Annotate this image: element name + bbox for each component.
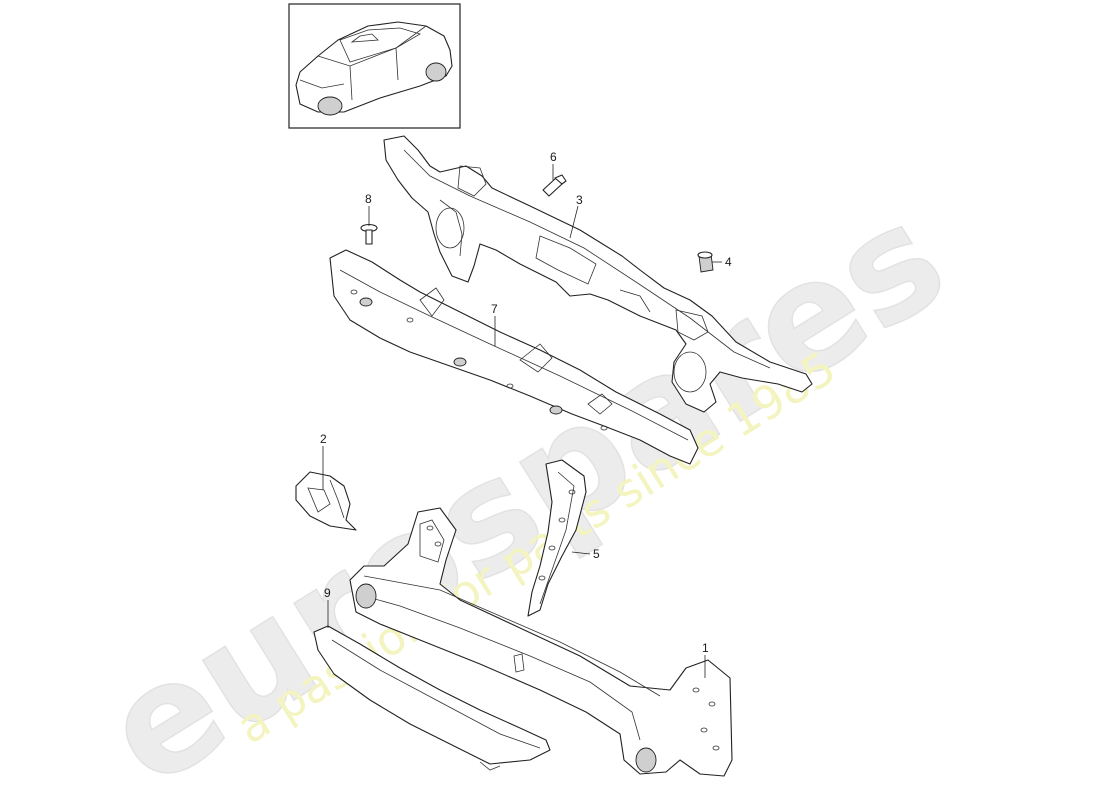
- vehicle-thumbnail: [288, 3, 461, 129]
- callout-2: 2: [320, 432, 327, 446]
- part-8-screw: [360, 223, 378, 245]
- callout-5: 5: [593, 547, 600, 561]
- callout-6: 6: [550, 150, 557, 164]
- part-1-bumper-beam: [349, 507, 733, 777]
- part-7-lower-carrier: [329, 249, 699, 465]
- part-3-upper-carrier: [383, 135, 813, 413]
- callout-4: 4: [725, 255, 732, 269]
- callout-numbers: 1 2 3 4 5 6 7 8 9: [320, 150, 732, 655]
- callout-3: 3: [576, 193, 583, 207]
- part-5-strut: [527, 459, 587, 617]
- callout-9: 9: [324, 586, 331, 600]
- part-4-buffer: [697, 251, 714, 273]
- part-2-bracket: [295, 471, 357, 531]
- callout-7: 7: [491, 302, 498, 316]
- part-9-skid-plate: [313, 625, 551, 771]
- part-6-bolt: [542, 174, 567, 197]
- callout-1: 1: [702, 641, 709, 655]
- car-suv-icon: [295, 21, 453, 116]
- callout-leaders: [322, 164, 722, 678]
- callout-8: 8: [365, 192, 372, 206]
